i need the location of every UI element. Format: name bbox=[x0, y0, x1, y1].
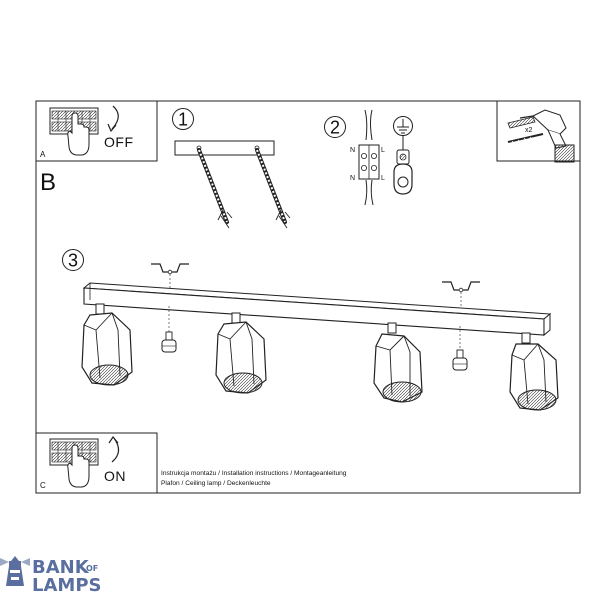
panel-a-letter: A bbox=[40, 150, 46, 159]
terminal-block bbox=[358, 109, 380, 206]
step-1: 1 bbox=[172, 108, 291, 229]
wall-plug-right bbox=[255, 148, 291, 229]
rotate-arrow-icon bbox=[107, 105, 119, 133]
step-3: 3 bbox=[62, 249, 559, 411]
wall-plug-left bbox=[197, 148, 233, 229]
wire-label-l-top: L bbox=[381, 147, 385, 154]
panel-c-letter: C bbox=[40, 481, 46, 490]
wire-label-n-bottom: N bbox=[350, 175, 355, 182]
step-2-number: 2 bbox=[330, 118, 340, 138]
rotate-arrow-icon bbox=[108, 435, 120, 463]
screw-icon bbox=[507, 133, 544, 144]
brand-logo: BANK OF LAMPS bbox=[0, 556, 101, 596]
ground-icon bbox=[393, 116, 413, 136]
step-1-number: 1 bbox=[178, 110, 188, 130]
wall-plug-icon bbox=[507, 116, 536, 129]
section-letter-b: B bbox=[40, 169, 56, 196]
instructions-line-1: Instrukcja montażu / Installation instru… bbox=[161, 470, 347, 477]
hand-icon bbox=[67, 112, 90, 156]
instructions-line-2: Plafon / Ceiling lamp / Deckenleuchte bbox=[161, 480, 271, 487]
ground-connector-icon bbox=[393, 136, 413, 195]
wire-label-n-top: N bbox=[350, 147, 355, 154]
mounting-bracket-right bbox=[442, 281, 480, 293]
panel-c: ON C bbox=[35, 432, 158, 494]
panel-a: OFF A bbox=[35, 100, 158, 162]
brand-word-lamps: LAMPS bbox=[32, 575, 101, 596]
drill-icon bbox=[519, 109, 575, 163]
brand-word-of: OF bbox=[86, 564, 98, 573]
tools-panel: x2 bbox=[496, 100, 581, 163]
hand-icon bbox=[67, 444, 90, 488]
step-3-number: 3 bbox=[68, 251, 78, 271]
spotlight-1 bbox=[81, 303, 133, 386]
step-2: 2 N L N L bbox=[324, 109, 413, 206]
lighthouse-icon bbox=[0, 556, 30, 586]
panel-c-action: ON bbox=[104, 468, 126, 484]
spotlight-3 bbox=[373, 322, 423, 403]
panel-a-action: OFF bbox=[104, 134, 134, 150]
mounting-screw-left bbox=[161, 306, 177, 353]
wire-label-l-bottom: L bbox=[381, 175, 385, 182]
mounting-bracket-left bbox=[151, 263, 189, 275]
lamp-bar bbox=[82, 282, 552, 337]
screw-quantity: x2 bbox=[525, 127, 533, 134]
brand-word-bank: BANK bbox=[32, 557, 90, 578]
spotlight-4 bbox=[509, 332, 559, 411]
spotlight-2 bbox=[215, 312, 267, 394]
outer-frame bbox=[35, 100, 581, 494]
mounting-screw-right bbox=[452, 326, 468, 371]
